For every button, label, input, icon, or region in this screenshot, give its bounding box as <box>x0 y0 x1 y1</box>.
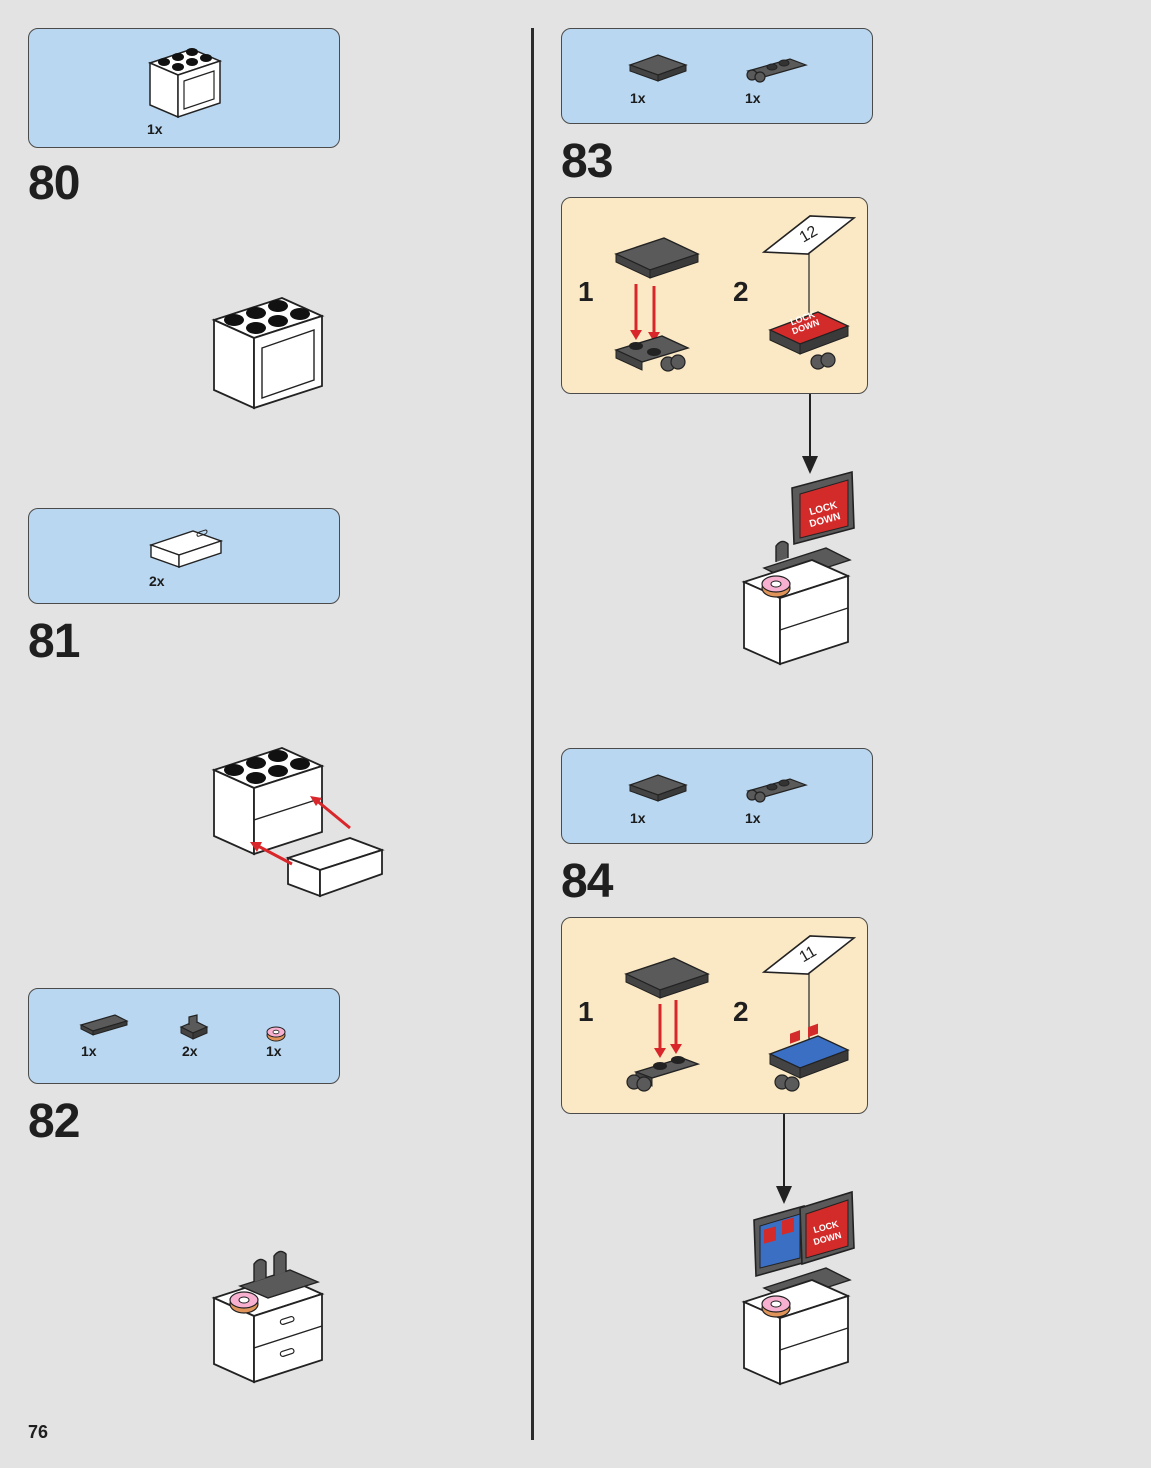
step-number-82: 82 <box>28 1095 80 1148</box>
dark-tile-2x2-icon <box>628 54 688 82</box>
step-number-80: 80 <box>28 157 80 210</box>
parts-box-step-84: 1x 1x <box>561 748 873 844</box>
sub-assembly-box-step-84: 1 2 11 <box>561 917 868 1114</box>
part-quantity: 1x <box>745 810 761 826</box>
placement-arrow <box>776 1114 792 1204</box>
substep-label: 2 <box>733 996 749 1027</box>
part-quantity: 1x <box>81 1043 97 1059</box>
substep-label: 2 <box>733 276 749 307</box>
parts-box-step-80: 1x <box>28 28 340 148</box>
parts-box-step-83: 1x 1x <box>561 28 873 124</box>
white-drawer-icon <box>148 529 224 568</box>
part-quantity: 2x <box>149 573 165 589</box>
substep-label: 1 <box>578 276 594 307</box>
step-number-84: 84 <box>561 855 613 908</box>
substep-2-illustration <box>761 935 857 1092</box>
column-divider <box>531 28 534 1440</box>
sub-assembly-box-step-83: 1 2 12 LOCK DOWN <box>561 197 868 394</box>
substep-1-illustration <box>614 237 700 372</box>
clip-plate-icon <box>179 1014 209 1040</box>
substep-2-illustration <box>761 215 857 370</box>
step-81-assembly-illustration <box>211 747 385 898</box>
part-quantity: 1x <box>147 121 163 137</box>
dark-tile-grille-icon <box>79 1014 129 1036</box>
part-quantity: 1x <box>266 1043 282 1059</box>
part-quantity: 1x <box>630 90 646 106</box>
dark-tile-2x2-icon <box>628 774 688 802</box>
white-brick-2x3-frame-icon <box>147 48 223 119</box>
donut-icon <box>266 1026 286 1042</box>
substep-label: 1 <box>578 996 594 1027</box>
hinge-plate-icon <box>746 778 808 803</box>
page-number: 76 <box>28 1422 49 1442</box>
parts-box-step-82: 1x 2x 1x <box>28 988 340 1084</box>
parts-box-step-81: 2x <box>28 508 340 604</box>
step-number-81: 81 <box>28 615 80 668</box>
part-quantity: 2x <box>182 1043 198 1059</box>
part-quantity: 1x <box>745 90 761 106</box>
step-82-assembly-illustration <box>211 1250 325 1384</box>
substep-1-illustration <box>624 957 710 1092</box>
placement-arrow <box>802 394 818 474</box>
step-84-assembly-illustration: LOCK DOWN <box>741 1190 855 1386</box>
step-83-assembly-illustration: LOCK DOWN <box>741 470 855 666</box>
part-quantity: 1x <box>630 810 646 826</box>
hinge-plate-icon <box>746 58 808 83</box>
step-number-83: 83 <box>561 135 613 188</box>
step-80-assembly-illustration <box>211 297 325 410</box>
